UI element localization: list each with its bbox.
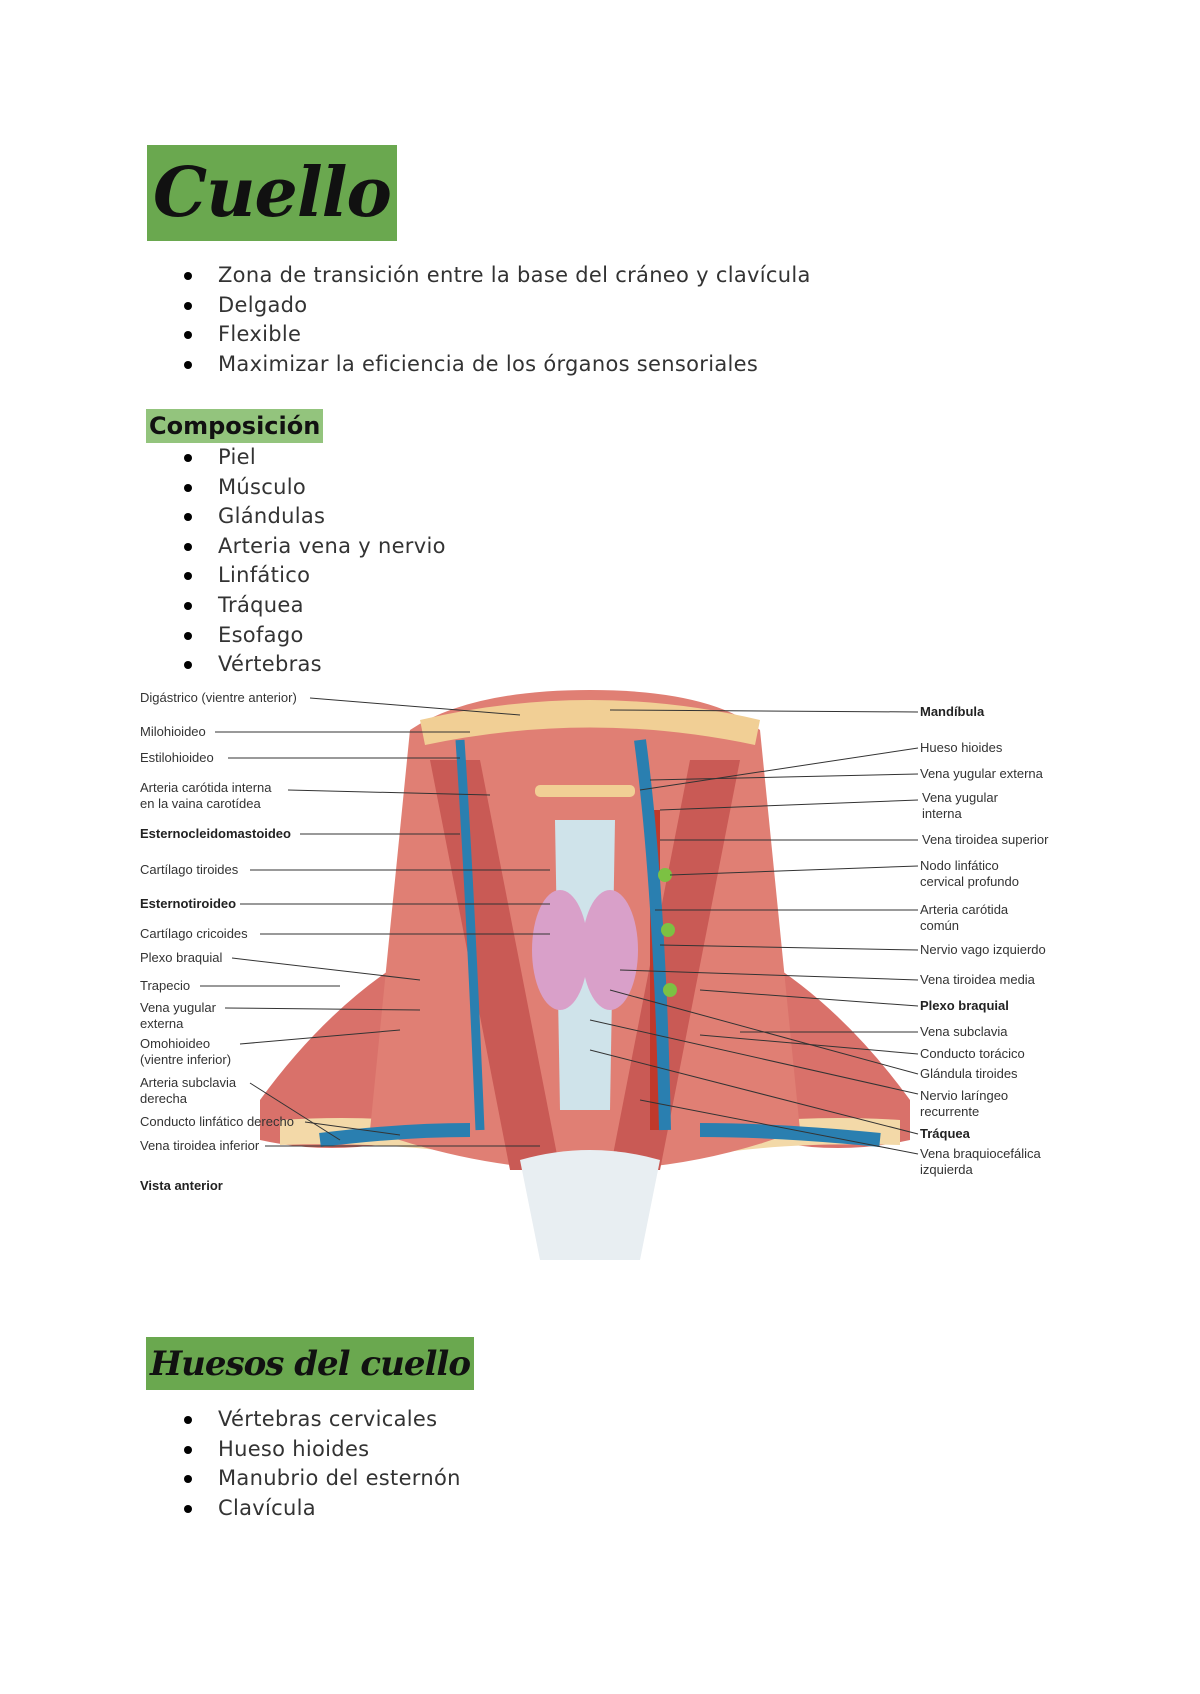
list-item: Vértebras	[0, 650, 446, 680]
label-plexo-braquial-der: Plexo braquial	[920, 998, 1009, 1013]
bullet-icon	[184, 1504, 192, 1513]
list-item: Zona de transición entre la base del crá…	[0, 261, 811, 291]
list-item: Linfático	[0, 561, 446, 591]
composicion-heading-box: Composición	[146, 409, 324, 443]
bullet-icon	[184, 483, 192, 492]
label-esternotiroideo: Esternotiroideo	[140, 896, 237, 911]
label-milohioideo: Milohioideo	[140, 724, 206, 739]
label-vena-tiroidea-superior: Vena tiroidea superior	[922, 832, 1049, 847]
label-esternocleidomastoideo: Esternocleidomastoideo	[140, 826, 291, 841]
bullet-icon	[184, 331, 192, 340]
neck-anatomy-figure: Digástrico (vientre anterior) Milohioide…	[140, 690, 1070, 1260]
label-vena-braquiocefalica: Vena braquiocefálica izquierda	[920, 1146, 1041, 1177]
label-arteria-carotida-interna: Arteria carótida interna en la vaina car…	[140, 780, 272, 811]
label-plexo-braquial-izq: Plexo braquial	[140, 950, 223, 965]
label-omohioideo: Omohioideo (vientre inferior)	[140, 1036, 232, 1067]
label-vena-tiroidea-media: Vena tiroidea media	[920, 972, 1035, 987]
bullet-icon	[184, 601, 192, 610]
label-vena-subclavia: Vena subclavia	[920, 1024, 1008, 1039]
composicion-list: Piel Músculo Glándulas Arteria vena y ne…	[0, 443, 446, 680]
bullet-icon	[184, 1475, 192, 1484]
list-item: Clavícula	[0, 1494, 461, 1524]
huesos-heading-box: Huesos del cuello	[146, 1337, 474, 1390]
label-arteria-carotida-comun: Arteria carótida común	[920, 902, 1009, 933]
label-cartilago-tiroides: Cartílago tiroides	[140, 862, 239, 877]
list-item: Hueso hioides	[0, 1435, 461, 1465]
bullet-icon	[184, 631, 192, 640]
huesos-heading: Huesos del cuello	[150, 1343, 471, 1384]
label-conducto-linfatico: Conducto linfático derecho	[140, 1114, 294, 1129]
label-nodo-linfatico: Nodo linfático cervical profundo	[920, 858, 1019, 889]
list-item: Arteria vena y nervio	[0, 532, 446, 562]
list-item: Flexible	[0, 320, 811, 350]
intro-list: Zona de transición entre la base del crá…	[0, 261, 811, 379]
label-cartilago-cricoides: Cartílago cricoides	[140, 926, 248, 941]
bullet-icon	[184, 513, 192, 522]
label-conducto-toracico: Conducto torácico	[920, 1046, 1025, 1061]
label-traquea: Tráquea	[920, 1126, 970, 1141]
bullet-icon	[184, 572, 192, 581]
label-nervio-laringeo: Nervio laríngeo recurrente	[920, 1088, 1009, 1119]
huesos-list: Vértebras cervicales Hueso hioides Manub…	[0, 1405, 461, 1523]
figure-caption: Vista anterior	[140, 1178, 223, 1193]
list-item: Maximizar la eficiencia de los órganos s…	[0, 350, 811, 380]
label-glandula-tiroides: Glándula tiroides	[920, 1066, 1018, 1081]
list-item: Vértebras cervicales	[0, 1405, 461, 1435]
bullet-icon	[184, 272, 192, 280]
bullet-icon	[184, 301, 192, 310]
label-nervio-vago: Nervio vago izquierdo	[920, 942, 1046, 957]
page-title-box: Cuello	[147, 145, 397, 241]
label-arteria-subclavia: Arteria subclavia derecha	[140, 1075, 237, 1106]
composicion-heading: Composición	[149, 412, 321, 440]
label-vena-tiroidea-inferior: Vena tiroidea inferior	[140, 1138, 260, 1153]
bullet-icon	[184, 454, 192, 462]
list-item: Glándulas	[0, 502, 446, 532]
list-item: Manubrio del esternón	[0, 1464, 461, 1494]
label-estilohioideo: Estilohioideo	[140, 750, 214, 765]
bullet-icon	[184, 1445, 192, 1454]
bullet-icon	[184, 661, 192, 670]
label-vena-yugular-externa-der: Vena yugular externa	[920, 766, 1043, 781]
list-item: Músculo	[0, 473, 446, 503]
list-item: Esofago	[0, 621, 446, 651]
bullet-icon	[184, 542, 192, 551]
list-item: Tráquea	[0, 591, 446, 621]
label-trapecio: Trapecio	[140, 978, 191, 993]
label-vena-yugular-interna: Vena yugular interna	[922, 790, 998, 821]
list-item: Delgado	[0, 291, 811, 321]
label-digastrico: Digástrico (vientre anterior)	[140, 690, 297, 705]
label-vena-yugular-externa: Vena yugular externa	[140, 1000, 216, 1031]
page-title: Cuello	[153, 153, 392, 233]
bullet-icon	[184, 1416, 192, 1424]
bullet-icon	[184, 360, 192, 369]
label-mandibula: Mandíbula	[920, 704, 985, 719]
label-hueso-hioides: Hueso hioides	[920, 740, 1003, 755]
list-item: Piel	[0, 443, 446, 473]
